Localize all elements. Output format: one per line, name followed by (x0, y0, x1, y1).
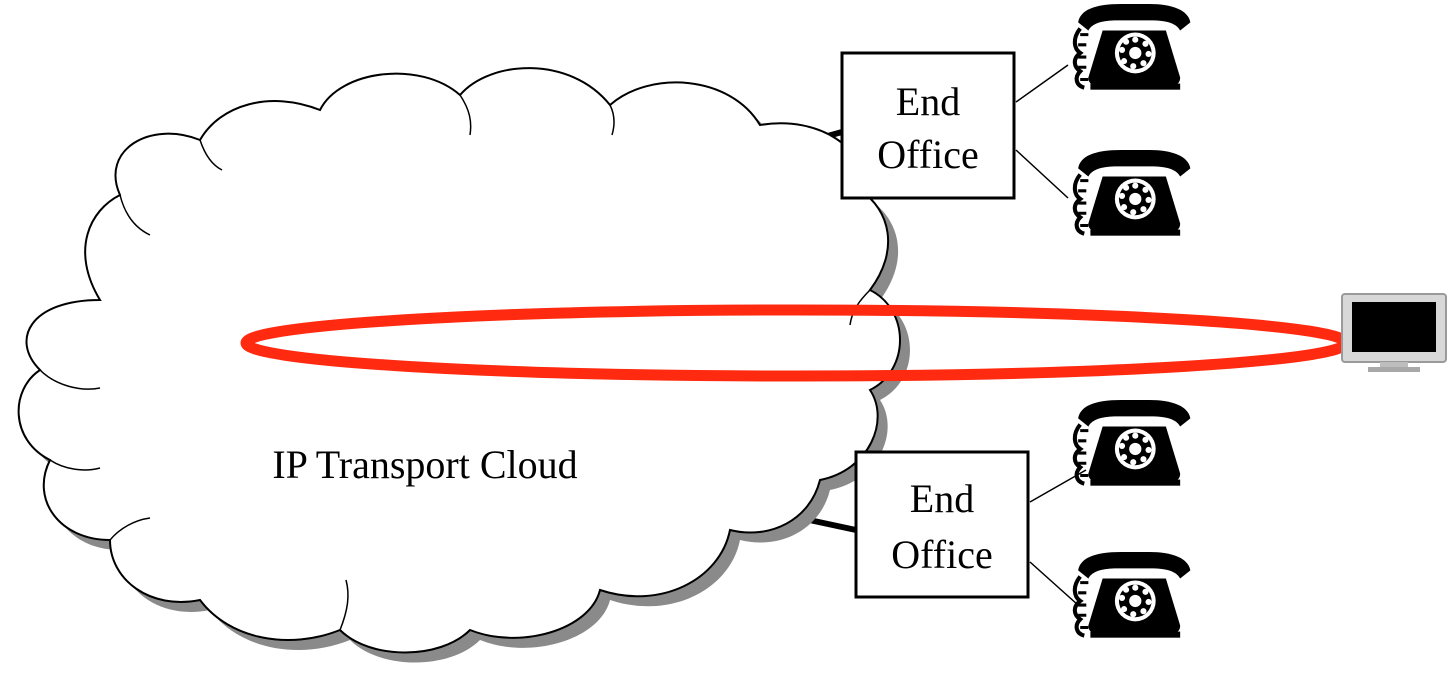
computer-monitor-icon (1341, 293, 1447, 372)
rotary-telephone-icon (1075, 4, 1191, 90)
end-office-top: End Office (840, 51, 1016, 200)
cloud-label: IP Transport Cloud (272, 442, 577, 487)
subscriber-lines (1015, 64, 1087, 606)
end-office-bottom-line2: Office (891, 532, 992, 577)
ip-transport-cloud (17, 67, 902, 654)
rotary-telephone-icon (1075, 150, 1191, 236)
rotary-telephone-icon (1075, 400, 1191, 486)
end-office-bottom: End Office (854, 450, 1030, 599)
rotary-telephone-icon (1075, 552, 1191, 638)
end-office-top-line1: End (896, 79, 960, 124)
end-office-top-line2: Office (877, 132, 978, 177)
end-office-bottom-line1: End (910, 476, 974, 521)
